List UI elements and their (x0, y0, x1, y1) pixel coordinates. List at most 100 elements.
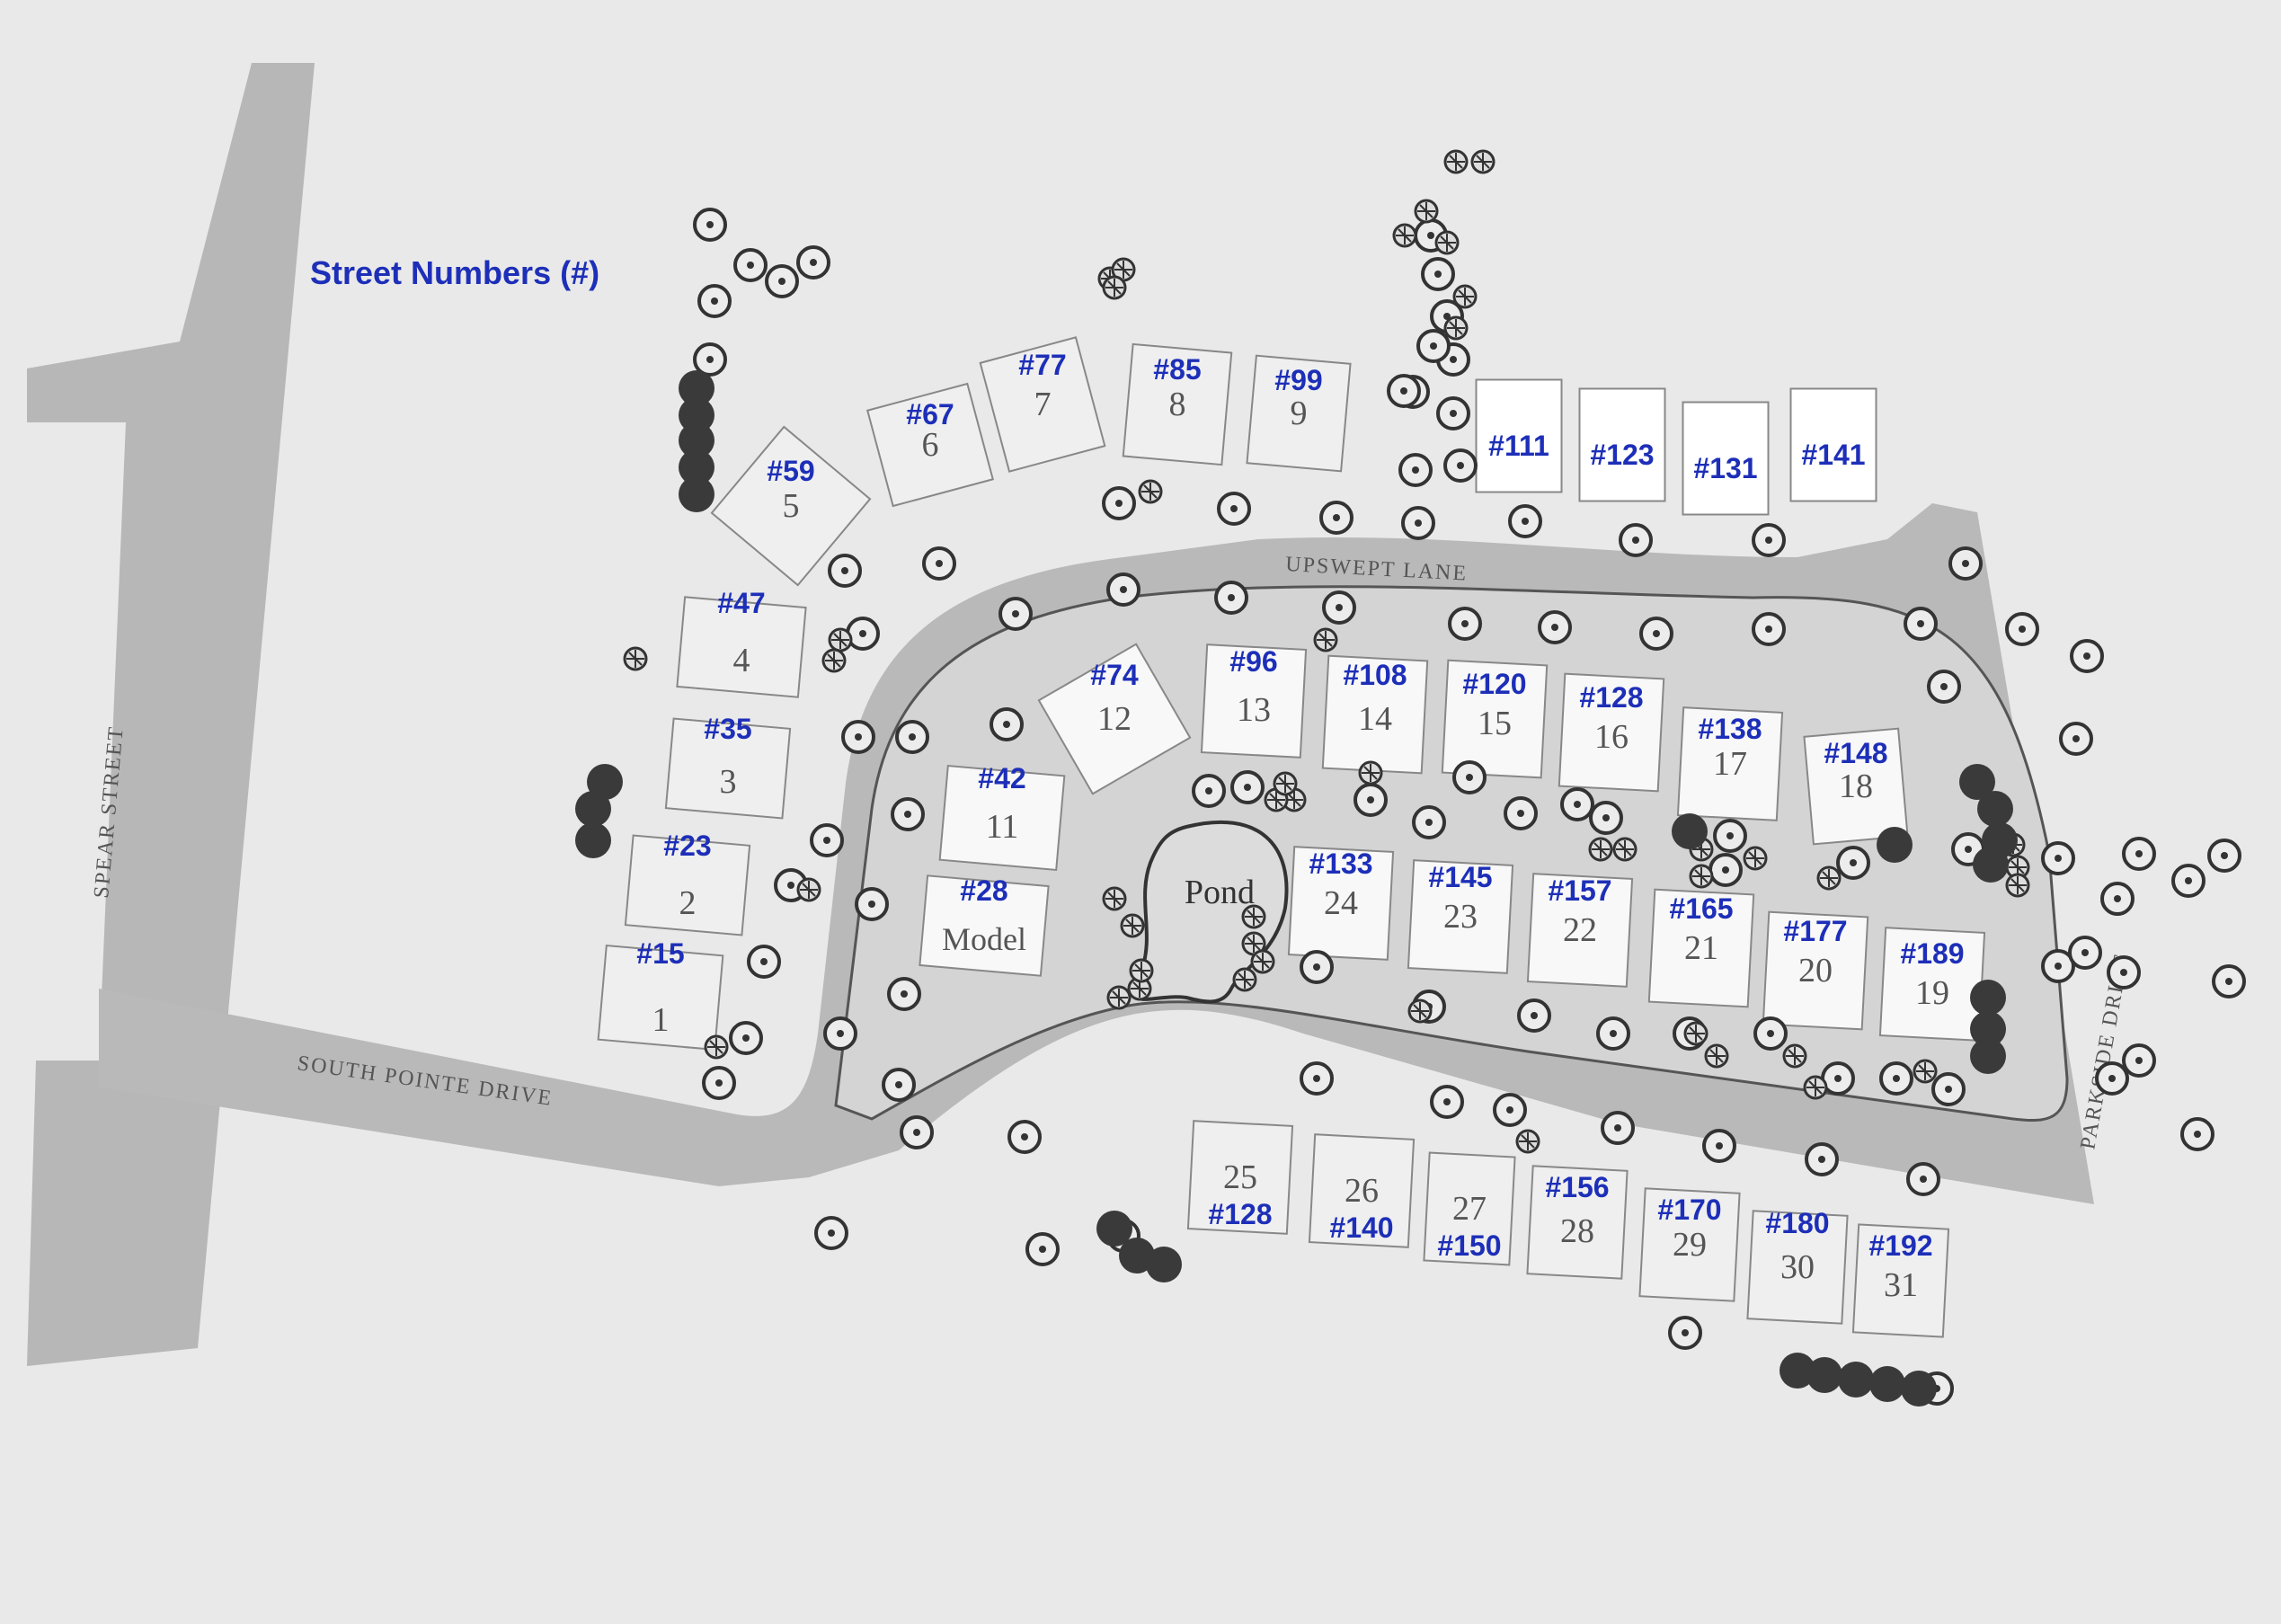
lot-outline (1037, 643, 1192, 795)
street-number: #138 (1698, 713, 1762, 745)
lot-12: 12#74 (1037, 643, 1192, 795)
tree-icon (1931, 1072, 1966, 1106)
lot-number: 3 (720, 763, 737, 801)
street-number: #74 (1090, 659, 1139, 691)
lot-number: 29 (1673, 1226, 1707, 1264)
street-number: #192 (1868, 1229, 1932, 1262)
lot-outline (1200, 643, 1308, 759)
shrub-icon (1443, 149, 1469, 174)
shrub-icon (1313, 627, 1338, 652)
shrub-icon (796, 877, 821, 902)
evergreen-icon (1970, 1038, 2006, 1074)
tree-icon (2207, 839, 2241, 873)
tree-icon (1927, 670, 1961, 704)
tree-icon (1416, 329, 1451, 363)
shrub-icon (623, 646, 648, 671)
shrub-icon (1241, 904, 1266, 929)
lot-number: 4 (733, 642, 750, 679)
lot-outline (710, 425, 872, 587)
lot-outline (1526, 873, 1634, 988)
lot-20: 20#177 (1762, 910, 1869, 1031)
lot-2: 2#23 (624, 830, 751, 936)
lot-30: 30#180 (1746, 1207, 1849, 1325)
shrub-icon (2005, 873, 2030, 898)
street-number: #141 (1801, 439, 1865, 471)
lot-outline (1762, 910, 1869, 1031)
tree-icon (1668, 1316, 1702, 1350)
evergreen-icon (1806, 1357, 1842, 1393)
tree-icon (1007, 1120, 1042, 1154)
tree-icon (2095, 1061, 2129, 1096)
lot-outline (1308, 1133, 1416, 1248)
tree-icon (2041, 841, 2075, 875)
tree-icon (1452, 760, 1487, 794)
lot-number: 18 (1839, 768, 1873, 805)
tree-icon (1217, 492, 1251, 526)
tree-icon (855, 887, 889, 921)
lot-number: 11 (986, 808, 1019, 846)
tree-icon (1639, 617, 1673, 651)
street-number: #28 (960, 874, 1007, 907)
tree-icon (2068, 936, 2102, 970)
tree-icon (1430, 1085, 1464, 1119)
tree-icon (1421, 257, 1455, 291)
lot-number: 31 (1884, 1266, 1918, 1304)
lot-27: 27#150 (1423, 1151, 1516, 1266)
lot-outline (979, 336, 1106, 473)
lot-number: 26 (1345, 1172, 1379, 1210)
lot-outline (865, 382, 995, 508)
street-number: #15 (636, 937, 684, 970)
tree-icon (2005, 612, 2039, 646)
tree-icon (1752, 612, 1786, 646)
tree-icon (2122, 1043, 2156, 1078)
tree-icon (810, 823, 844, 857)
tree-icon (1702, 1129, 1736, 1163)
tree-icon (1401, 506, 1435, 540)
lot-8: 8#85 (1122, 342, 1233, 466)
lot-number: 8 (1169, 386, 1186, 423)
tree-icon (1300, 1061, 1334, 1096)
street-number: #77 (1018, 349, 1066, 381)
lot-15: 15#120 (1441, 659, 1549, 779)
street-number: #165 (1669, 892, 1733, 925)
tree-icon (2171, 864, 2206, 898)
shrub-icon (1102, 275, 1127, 300)
tree-icon (1319, 501, 1354, 535)
shrub-icon (1470, 149, 1496, 174)
lot-Model: Model#28 (919, 874, 1050, 977)
shrub-icon (1612, 837, 1638, 862)
shrub-icon (1683, 1021, 1709, 1046)
tree-icon (747, 945, 781, 979)
shrub-icon (704, 1034, 729, 1060)
lot-number: 1 (652, 1001, 670, 1039)
shrub-icon (1129, 958, 1154, 983)
street-number: #128 (1579, 681, 1643, 714)
lot-outline (938, 764, 1066, 872)
tree-icon (998, 597, 1033, 631)
street-number: #47 (717, 587, 765, 619)
lot-number: 21 (1684, 929, 1718, 967)
shrub-icon (1102, 886, 1127, 911)
shrub-icon (1515, 1129, 1540, 1154)
tree-icon (796, 245, 830, 280)
street-number: #59 (767, 455, 814, 487)
lot-number: 30 (1780, 1248, 1815, 1286)
lot-outline (664, 717, 792, 820)
tree-icon (1448, 607, 1482, 641)
tree-icon (891, 797, 925, 831)
pond-label: Pond (1185, 874, 1255, 911)
shrub-icon (1120, 913, 1145, 938)
shrub-icon (1358, 760, 1383, 785)
street-number: #108 (1343, 659, 1407, 691)
evergreen-icon (575, 822, 611, 858)
tree-icon (823, 1016, 857, 1051)
street-number: #145 (1428, 861, 1492, 893)
tree-icon (2107, 955, 2141, 989)
evergreen-icon (575, 791, 611, 827)
tree-icon (729, 1021, 763, 1055)
tree-icon (1508, 504, 1542, 538)
shrub-icon (828, 627, 853, 652)
tree-icon (1436, 396, 1470, 430)
tree-icon (1805, 1142, 1839, 1176)
tree-icon (2070, 639, 2104, 673)
